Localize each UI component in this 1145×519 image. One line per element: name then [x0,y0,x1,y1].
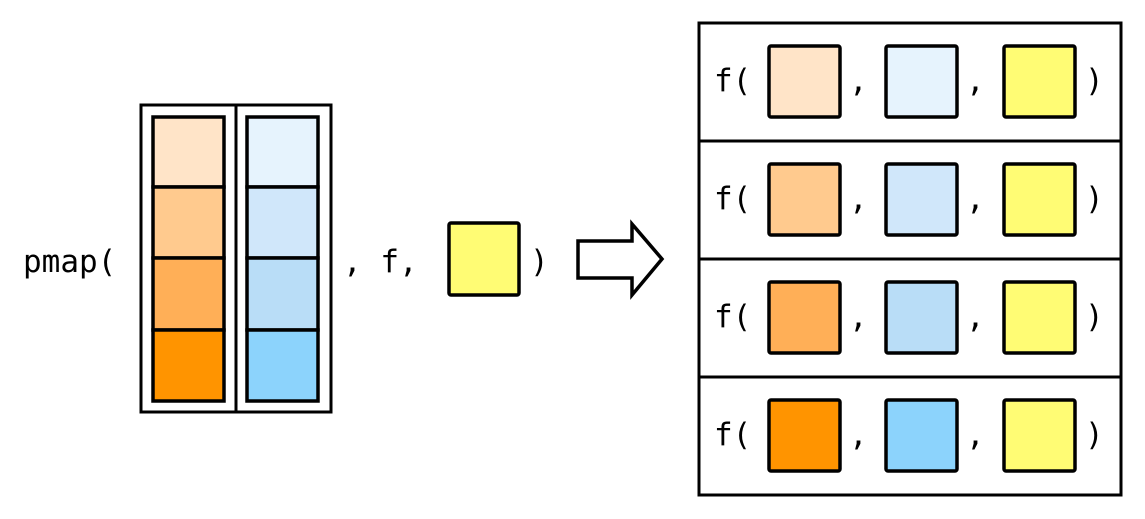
output-row: f(,,) [699,139,1121,237]
yellow-arg-square [1002,162,1077,237]
orange-arg-square [767,398,842,473]
func-open-label: f( [714,181,751,217]
output-row: f(,,) [714,44,1104,119]
yellow-arg-square [1002,44,1077,119]
func-close-label: ) [1085,181,1104,217]
blue-column [245,115,320,403]
blue-cell [245,328,320,403]
output-row: f(,,) [699,257,1121,355]
orange-column [151,115,226,403]
func-close-label: ) [1085,299,1104,335]
func-close-label: ) [1085,417,1104,453]
comma-label: , [966,63,985,99]
yellow-arg-square [1002,398,1077,473]
orange-cell [151,115,226,189]
blue-cell [245,115,320,189]
blue-arg-square [884,280,959,355]
orange-cell [151,328,226,403]
orange-arg-square [767,44,842,119]
yellow-arg-square [1002,280,1077,355]
blue-arg-square [884,44,959,119]
output-row: f(,,) [699,375,1121,473]
yellow-arg-square [447,221,521,297]
comma-label: , [966,181,985,217]
func-open-label: f( [714,63,751,99]
comma-label: , [966,417,985,453]
orange-cell [151,256,226,332]
func-open-label: f( [714,417,751,453]
comma-label: , [966,299,985,335]
func-close-label: ) [1085,63,1104,99]
orange-cell [151,185,226,260]
comma-label: , [849,299,868,335]
blue-arg-square [884,398,959,473]
right-block-arrow-icon [576,219,665,300]
blue-cell [245,256,320,332]
blue-arg-square [884,162,959,237]
pmap-open-label: pmap( [23,244,116,280]
comma-label: , [849,63,868,99]
func-open-label: f( [714,299,751,335]
comma-label: , [849,417,868,453]
f-arg-label: , f, [343,244,418,280]
orange-arg-square [767,280,842,355]
output-calls: f(,,)f(,,)f(,,)f(,,) [697,21,1123,497]
pmap-close-label: ) [530,244,549,280]
comma-label: , [849,181,868,217]
blue-cell [245,185,320,260]
orange-arg-square [767,162,842,237]
input-list-pair [139,103,333,414]
